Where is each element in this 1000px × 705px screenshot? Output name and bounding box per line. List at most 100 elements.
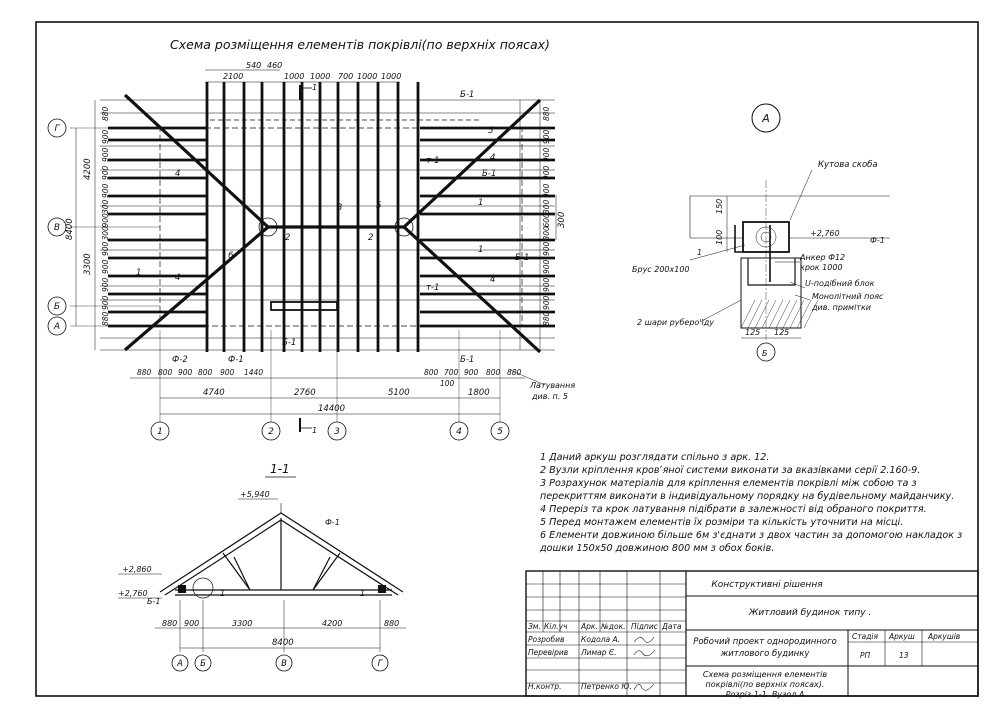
svg-text:5: 5	[488, 126, 493, 136]
svg-text:5: 5	[376, 201, 381, 211]
svg-text:800: 800	[424, 368, 439, 377]
node-a-detail: А 150 100 125 125 Б Кутова скоба +2,760	[632, 103, 890, 362]
svg-text:900: 900	[178, 368, 193, 377]
svg-text:8400: 8400	[272, 638, 294, 648]
svg-text:+2,860: +2,860	[122, 565, 152, 574]
svg-text:150: 150	[715, 199, 724, 214]
svg-text:Аркуш: Аркуш	[888, 632, 915, 641]
section-mark-top: 1	[312, 83, 317, 92]
svg-text:4200: 4200	[322, 619, 342, 628]
svg-text:1: 1	[697, 248, 702, 257]
dim-label: 300	[101, 199, 110, 214]
svg-text:900: 900	[464, 368, 479, 377]
svg-text:Б-1: Б-1	[482, 169, 496, 179]
note-3: 3 Розрахунок матеріалів для кріплення ел…	[540, 478, 917, 489]
svg-text:1-1: 1-1	[270, 462, 290, 476]
dim-label: 900	[542, 129, 551, 144]
dim-label: 880	[101, 106, 110, 121]
svg-text:Лимар Є.: Лимар Є.	[580, 648, 617, 657]
dim-label: 900	[542, 277, 551, 292]
dim-label: 300	[101, 226, 110, 241]
svg-text:1: 1	[136, 268, 141, 278]
svg-text:+2,760: +2,760	[118, 589, 148, 598]
dim-label: 300	[542, 199, 551, 214]
svg-text:125: 125	[745, 328, 760, 337]
svg-text:460: 460	[267, 61, 282, 70]
svg-text:1800: 1800	[468, 388, 490, 398]
svg-text:Робочий проект однородинного: Робочий проект однородинного	[693, 637, 837, 647]
common-rafters	[205, 82, 420, 352]
note-3b: перекриттям виконати в індивідуальному п…	[540, 491, 955, 502]
dim-label: 880	[542, 106, 551, 121]
dim-label: 900	[101, 147, 110, 162]
svg-text:1: 1	[360, 589, 365, 598]
section-mark-bottom: 1	[312, 426, 317, 435]
svg-text:880: 880	[384, 619, 399, 628]
axis-5: 5	[497, 427, 503, 437]
svg-text:Ф-2: Ф-2	[172, 355, 188, 365]
svg-text:3: 3	[337, 203, 342, 213]
svg-text:Б-1: Б-1	[460, 355, 474, 365]
dim-label: 900	[101, 165, 110, 180]
axis-3: 3	[334, 427, 340, 437]
svg-text:Б: Б	[200, 659, 206, 669]
dim-label: 900	[101, 295, 110, 310]
section-1-1: 1-1 +5,940 +2,860 +2,760 Ф-1 Б-1 1 1	[118, 462, 406, 672]
svg-text:РП: РП	[860, 651, 871, 660]
svg-text:Розріз 1-1. Вузол А: Розріз 1-1. Вузол А	[726, 690, 805, 699]
svg-text:5100: 5100	[388, 388, 410, 398]
axis-1: 1	[157, 427, 163, 437]
svg-text:Ф-1: Ф-1	[228, 355, 244, 365]
svg-text:100: 100	[715, 230, 724, 245]
dim-label: 300	[542, 226, 551, 241]
dim-label: 880	[101, 311, 110, 326]
dim-label: 900	[542, 241, 551, 256]
axis-4: 4	[456, 427, 462, 437]
dim-label: 880	[542, 311, 551, 326]
svg-text:1000: 1000	[310, 72, 330, 81]
svg-text:6: 6	[228, 251, 234, 261]
svg-text:Анкер Ф12: Анкер Ф12	[799, 253, 845, 262]
note-6b: дошки 150х50 довжиною 800 мм з обох бокі…	[540, 543, 775, 554]
svg-text:880: 880	[162, 619, 177, 628]
svg-text:1: 1	[478, 198, 483, 208]
svg-text:Житловий будинок типу .: Житловий будинок типу .	[748, 608, 872, 618]
svg-text:14400: 14400	[318, 404, 345, 414]
svg-text:Кодола А.: Кодола А.	[581, 635, 620, 644]
dim-label: 900	[101, 183, 110, 198]
svg-text:див. примітки: див. примітки	[811, 303, 871, 312]
svg-text:U-подібний блок: U-подібний блок	[805, 279, 875, 288]
svg-text:А: А	[176, 659, 183, 669]
svg-text:1: 1	[478, 245, 483, 255]
svg-text:+5,940: +5,940	[240, 490, 270, 499]
svg-text:Розробив: Розробив	[528, 635, 564, 644]
element-labels: Б-1 т-1 Б-1 Б-1 т-1 Б-1 Б-1 Ф-2 Ф-1 4 4 …	[136, 90, 529, 365]
svg-text:3300: 3300	[232, 619, 252, 628]
svg-text:Аркушів: Аркушів	[927, 632, 960, 641]
svg-text:т-1: т-1	[426, 283, 439, 293]
svg-text:Ф-1: Ф-1	[325, 518, 340, 527]
svg-text:300: 300	[557, 212, 567, 228]
dim-label: 900	[542, 259, 551, 274]
roof-plan: Схема розміщення елементів покрівлі(по в…	[47, 37, 575, 441]
dim-label: 900	[542, 295, 551, 310]
svg-text:3300: 3300	[83, 253, 93, 275]
note-2: 2 Вузли кріплення кровʼяної системи вико…	[540, 465, 921, 476]
title-block	[525, 570, 979, 697]
svg-text:1440: 1440	[244, 368, 263, 377]
svg-text:4: 4	[490, 153, 495, 163]
axis-g: Г	[54, 124, 60, 134]
svg-text:4: 4	[175, 169, 180, 179]
note-6: 6 Елементи довжиною більше 6м з'єднати з…	[540, 530, 963, 541]
dim-label: 900	[101, 259, 110, 274]
svg-text:1: 1	[220, 589, 225, 598]
signatures	[633, 636, 656, 691]
dim-label: 600	[542, 213, 551, 228]
svg-text:див. п. 5: див. п. 5	[531, 392, 568, 401]
svg-text:2: 2	[368, 233, 373, 243]
svg-text:880: 880	[137, 368, 152, 377]
svg-text:880: 880	[507, 368, 522, 377]
svg-text:100: 100	[440, 379, 455, 388]
svg-text:Конструктивні рішення: Конструктивні рішення	[711, 580, 823, 590]
